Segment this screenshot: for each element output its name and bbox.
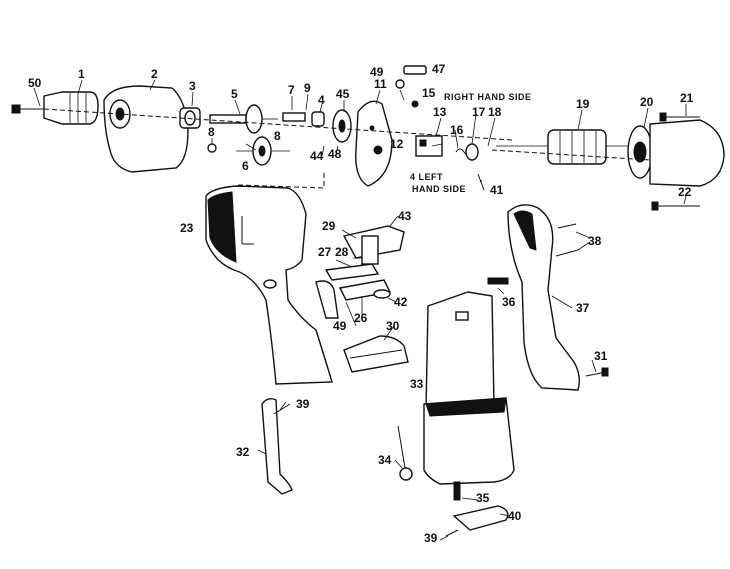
- callout-19: 19: [576, 97, 590, 111]
- callout-8-right: 8: [274, 129, 281, 143]
- callout-30: 30: [386, 319, 400, 333]
- bushing-3: [179, 107, 201, 129]
- callout-16: 16: [450, 123, 464, 137]
- chuck-1: [43, 91, 99, 125]
- callout-41: 41: [490, 183, 504, 197]
- switch-assembly-30: [343, 335, 409, 373]
- callout-17: 17: [472, 105, 486, 119]
- field-20: [627, 125, 653, 179]
- spindle-gear-5: [209, 104, 278, 134]
- screw-22: [651, 201, 700, 211]
- callout-12: 12: [390, 137, 404, 151]
- leader-lines: [33, 79, 687, 541]
- screw-50: [11, 104, 44, 114]
- callout-47: 47: [432, 62, 446, 76]
- callout-34: 34: [378, 453, 392, 467]
- left-hand-side-label-line1: 4 LEFT: [410, 172, 443, 182]
- pin-7: [282, 112, 306, 122]
- left-hand-side-label-line2: HAND SIDE: [412, 184, 466, 194]
- housing-left-23: [205, 185, 333, 385]
- screw-15: [411, 100, 419, 108]
- armature-19: [496, 129, 628, 165]
- screw-39-lower: [445, 529, 459, 537]
- callout-39-lower: 39: [424, 531, 438, 545]
- callout-50: 50: [28, 76, 42, 90]
- callout-40: 40: [508, 509, 522, 523]
- callout-38: 38: [588, 234, 602, 248]
- cover-40: [452, 505, 509, 531]
- callout-45: 45: [336, 87, 350, 101]
- spring-35: [453, 481, 461, 501]
- callout-15: 15: [422, 86, 436, 100]
- washer-8: [207, 143, 217, 153]
- callout-20: 20: [640, 95, 654, 109]
- gear-case-2: [103, 85, 189, 173]
- callout-43: 43: [398, 209, 412, 223]
- spring-27: [324, 263, 380, 281]
- handle-guide-line: [237, 170, 325, 189]
- callout-4: 4: [318, 93, 325, 107]
- switch-13: [415, 135, 443, 157]
- bearing-plate-11: [355, 100, 393, 187]
- motor-housing-20: [649, 119, 725, 187]
- callout-35: 35: [476, 491, 490, 505]
- brush-17: [465, 143, 479, 161]
- gear-6: [236, 136, 290, 166]
- clip-47: [403, 65, 427, 75]
- switch-plate-42: [373, 289, 391, 299]
- callout-22: 22: [678, 185, 692, 199]
- callout-27: 27: [318, 245, 332, 259]
- callout-2: 2: [151, 67, 158, 81]
- belt-clip-32: [261, 397, 293, 495]
- callout-8-left: 8: [208, 125, 215, 139]
- callout-49-mid: 49: [333, 319, 347, 333]
- trigger-latch-49: [315, 280, 339, 319]
- callout-37: 37: [576, 301, 590, 315]
- bracket-49-top: [395, 79, 405, 89]
- callout-36: 36: [502, 295, 516, 309]
- callout-11: 11: [374, 77, 387, 91]
- callout-29: 29: [322, 219, 336, 233]
- screw-39-upper: [273, 403, 291, 415]
- latch-34: [397, 425, 413, 481]
- callout-3: 3: [189, 79, 196, 93]
- clutch-45: [332, 109, 352, 143]
- motor-guide-line: [491, 149, 651, 161]
- housing-right-37: [507, 204, 581, 391]
- trigger-26: [338, 279, 392, 301]
- callout-26: 26: [354, 311, 368, 325]
- screw-21: [659, 112, 700, 122]
- callout-1: 1: [78, 67, 85, 81]
- callout-23: 23: [180, 221, 194, 235]
- callout-39-upper: 39: [296, 397, 310, 411]
- right-hand-side-label: RIGHT HAND SIDE: [444, 92, 532, 102]
- callout-18: 18: [488, 105, 502, 119]
- callout-5: 5: [231, 87, 238, 101]
- callout-6: 6: [242, 159, 249, 173]
- callout-48: 48: [328, 147, 342, 161]
- callout-21: 21: [680, 91, 694, 105]
- callout-49-top: 49: [370, 65, 384, 79]
- clip-36: [487, 277, 509, 285]
- screw-31: [585, 367, 609, 377]
- switch-28: [361, 235, 379, 265]
- assembly-axis-line: [43, 108, 513, 141]
- callout-44: 44: [310, 149, 324, 163]
- callout-33: 33: [410, 377, 424, 391]
- screw-41: [477, 173, 485, 191]
- screw-38a: [557, 223, 577, 229]
- callout-42: 42: [394, 295, 408, 309]
- callout-13: 13: [433, 105, 447, 119]
- callout-32: 32: [236, 445, 250, 459]
- callout-9: 9: [304, 81, 311, 95]
- screw-38b: [555, 249, 579, 257]
- callout-7: 7: [288, 83, 295, 97]
- callout-31: 31: [594, 349, 608, 363]
- spacer-4: [311, 111, 325, 127]
- battery-pack-33: [423, 291, 515, 485]
- callout-28: 28: [335, 245, 349, 259]
